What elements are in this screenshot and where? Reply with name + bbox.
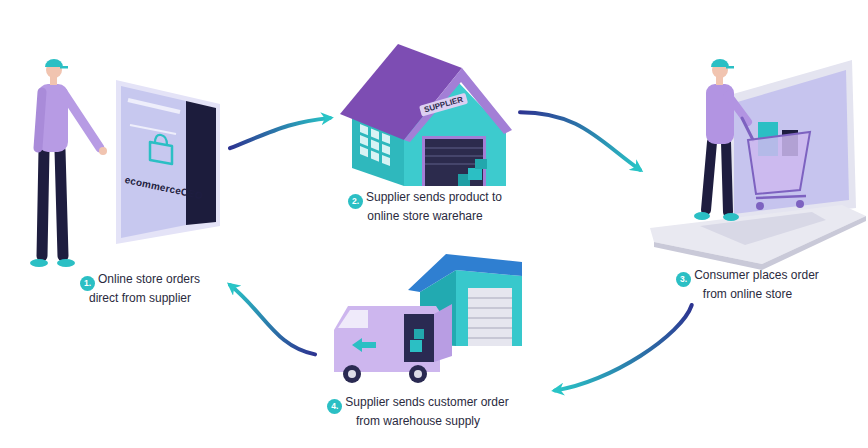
supplier-building (360, 135, 368, 146)
delivery-van (338, 310, 368, 328)
warehouse (468, 297, 512, 299)
delivery-van (414, 329, 424, 339)
shopper-figure (726, 66, 734, 69)
shopper-figure (694, 212, 710, 220)
person-figure (99, 147, 107, 155)
step-node: 4.Supplier sends customer order from war… (315, 250, 555, 430)
step-text: Supplier sends product to online store w… (366, 190, 502, 223)
shopping-cart (796, 200, 804, 208)
shopping-cart (742, 118, 753, 140)
step-caption: 3.Consumer places order from online stor… (665, 268, 830, 302)
shopper-figure (694, 59, 748, 221)
warehouse (468, 317, 512, 319)
step-number: 2. (348, 194, 363, 209)
store-screen (121, 86, 186, 238)
shopper-figure (711, 59, 729, 67)
supplier-building (425, 139, 483, 186)
store-screen (128, 100, 180, 112)
supplier-building (422, 136, 486, 186)
step-node: 2.Supplier sends product to online store… (330, 40, 520, 230)
supplier-building (425, 163, 483, 165)
delivery-van (343, 365, 361, 383)
step-node: 3.Consumer places order from online stor… (640, 45, 865, 305)
person-figure (60, 150, 63, 256)
shopping-cart (742, 118, 810, 210)
supplier-building (475, 159, 487, 169)
step-caption: 4.Supplier sends customer order from war… (318, 395, 518, 429)
delivery-van (352, 338, 376, 352)
step-caption: 1.Online store orders direct from suppli… (65, 272, 215, 306)
delivery-van (404, 314, 434, 362)
laptop (726, 60, 856, 222)
delivery-van (409, 365, 427, 383)
supplier-building (360, 124, 368, 135)
person-figure (57, 259, 75, 267)
flow-arrow (230, 118, 330, 148)
warehouse (468, 327, 512, 329)
delivery-van (334, 306, 440, 372)
person-figure (63, 92, 100, 148)
store-screen (150, 142, 172, 164)
delivery-van (434, 304, 452, 362)
warehouse (468, 337, 512, 339)
step-text: Online store orders direct from supplier (89, 272, 200, 305)
step-number: 4. (327, 399, 342, 414)
supplier-building (340, 44, 512, 186)
store-screen (116, 80, 220, 244)
person-figure (42, 150, 44, 256)
warehouse (468, 288, 512, 346)
laptop (700, 212, 826, 245)
shopping-cart (748, 132, 810, 194)
person-figure (30, 59, 107, 267)
laptop (650, 60, 866, 270)
supplier-building (425, 155, 483, 157)
person-figure (45, 59, 63, 67)
supplier-building (360, 146, 368, 157)
person-figure (38, 92, 42, 148)
supplier-building (382, 133, 390, 144)
supplier-building (468, 168, 482, 180)
person-figure (30, 259, 48, 267)
supplier-building (371, 150, 379, 161)
supplier-building (371, 128, 379, 139)
shopping-cart (756, 196, 806, 198)
laptop (734, 70, 849, 214)
supplier-building (425, 147, 483, 149)
supplier-building (382, 155, 390, 166)
delivery-van (334, 304, 452, 383)
store-screen (116, 80, 220, 244)
flow-arrow (555, 305, 692, 390)
delivery-van (410, 340, 422, 352)
shopper-figure (726, 142, 728, 212)
shopper-figure (706, 142, 712, 210)
store-screen (186, 101, 216, 225)
delivery-van (348, 370, 356, 378)
step-text: Consumer places order from online store (694, 268, 819, 301)
warehouse (456, 270, 522, 346)
step-text: Supplier sends customer order from wareh… (345, 395, 508, 428)
warehouse (408, 254, 522, 292)
step-caption: 2.Supplier sends product to online store… (335, 190, 515, 224)
supplier-building (371, 139, 379, 150)
store-screen (130, 125, 176, 134)
flow-arrow (520, 112, 640, 170)
shopper-figure (728, 95, 748, 122)
supplier-building (382, 144, 390, 155)
delivery-van (414, 370, 422, 378)
store-screen (155, 135, 167, 145)
shopper-figure (723, 213, 739, 221)
shopping-cart (756, 202, 764, 210)
step-number: 3. (676, 272, 691, 287)
warehouse (468, 307, 512, 309)
person-figure (60, 66, 68, 69)
step-number: 1. (80, 276, 95, 291)
flow-arrow (230, 285, 315, 354)
supplier-building (404, 68, 512, 142)
